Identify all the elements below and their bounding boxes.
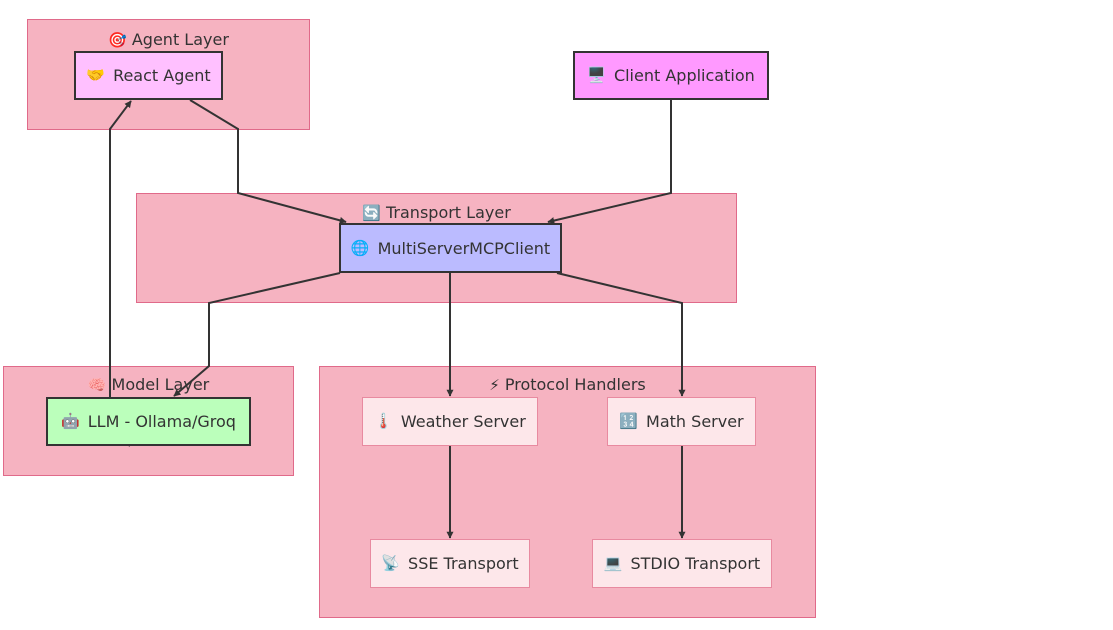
agent-layer-label: Agent Layer <box>131 30 229 49</box>
thermometer-icon: 🌡️ <box>374 412 393 430</box>
math-server-node[interactable]: 🔢 Math Server <box>607 397 756 446</box>
client-application-label: Client Application <box>613 66 755 85</box>
numbers-icon: 🔢 <box>619 412 639 430</box>
transport-layer-title: 🔄 Transport Layer <box>137 203 736 223</box>
llm-label: LLM - Ollama/Groq <box>87 412 236 431</box>
refresh-icon: 🔄 <box>362 204 381 222</box>
protocol-layer-title: ⚡ Protocol Handlers <box>320 375 815 395</box>
handshake-icon: 🤝 <box>86 66 106 84</box>
mcp-client-node[interactable]: 🌐 MultiServerMCPClient <box>339 223 562 273</box>
weather-server-label: Weather Server <box>400 412 526 431</box>
model-layer-title: 🧠 Model Layer <box>4 375 293 395</box>
laptop-icon: 💻 <box>603 554 623 572</box>
agent-layer-title: 🎯 Agent Layer <box>28 30 309 50</box>
monitor-icon: 🖥️ <box>587 66 606 84</box>
target-icon: 🎯 <box>108 31 127 49</box>
stdio-transport-label: STDIO Transport <box>630 554 761 573</box>
satellite-icon: 📡 <box>381 554 401 572</box>
model-layer-label: Model Layer <box>111 375 210 394</box>
llm-node[interactable]: 🤖 LLM - Ollama/Groq <box>46 397 251 446</box>
weather-server-node[interactable]: 🌡️ Weather Server <box>362 397 538 446</box>
robot-icon: 🤖 <box>61 412 80 430</box>
transport-layer-label: Transport Layer <box>386 203 511 222</box>
stdio-transport-node[interactable]: 💻 STDIO Transport <box>592 539 772 588</box>
react-agent-node[interactable]: 🤝 React Agent <box>74 51 223 100</box>
brain-icon: 🧠 <box>87 376 107 394</box>
globe-icon: 🌐 <box>350 238 370 257</box>
sse-transport-label: SSE Transport <box>408 554 519 573</box>
sse-transport-node[interactable]: 📡 SSE Transport <box>370 539 530 588</box>
protocol-layer-label: Protocol Handlers <box>504 375 646 394</box>
lightning-icon: ⚡ <box>489 376 500 394</box>
math-server-label: Math Server <box>646 412 744 431</box>
react-agent-label: React Agent <box>113 66 211 85</box>
mcp-client-label: MultiServerMCPClient <box>377 238 551 258</box>
client-application-node[interactable]: 🖥️ Client Application <box>573 51 769 100</box>
